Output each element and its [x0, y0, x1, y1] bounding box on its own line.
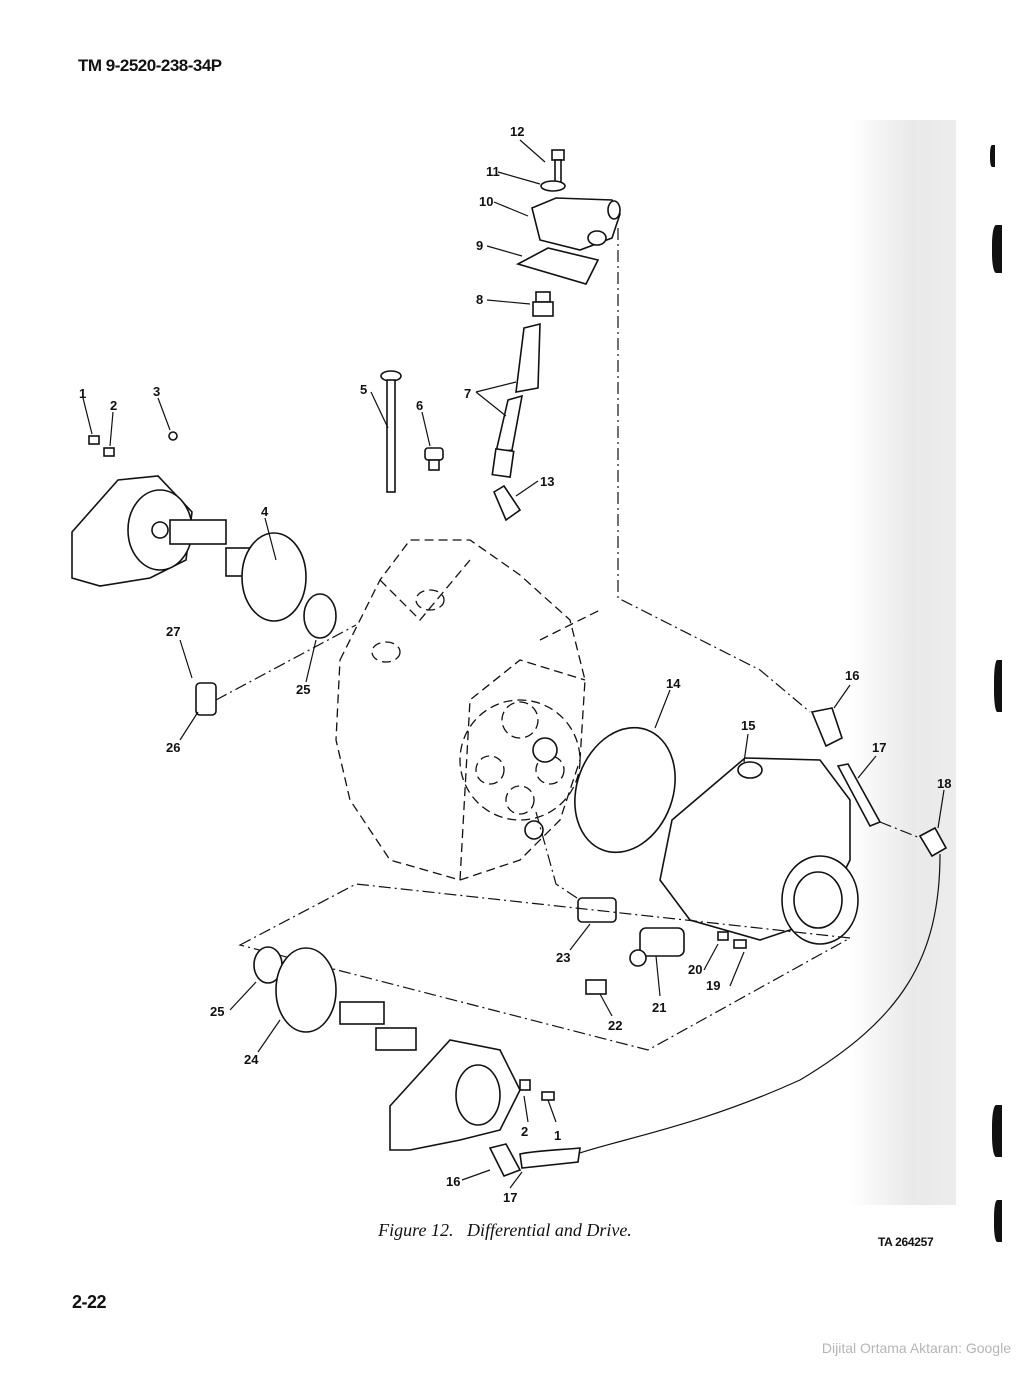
- page-number: 2-22: [72, 1292, 107, 1312]
- figure-caption: Figure 12. Differential and Drive.: [0, 1220, 1010, 1241]
- binding-edge-mark: [994, 660, 1002, 712]
- elbow-part: [492, 484, 522, 522]
- bolt-part: [541, 1091, 555, 1101]
- callout-17-lower: 17: [503, 1190, 517, 1205]
- callout-23: 23: [556, 950, 570, 965]
- figure-title: Differential and Drive.: [467, 1220, 632, 1240]
- callout-20: 20: [688, 962, 702, 977]
- binding-edge-mark: [994, 1200, 1002, 1242]
- callout-17: 17: [872, 740, 886, 755]
- callout-16: 16: [845, 668, 859, 683]
- callout-1-lower: 1: [554, 1128, 561, 1143]
- callout-25: 25: [296, 682, 310, 697]
- elbow-part: [810, 707, 843, 748]
- callout-21: 21: [652, 1000, 666, 1015]
- page-bleed-through: [848, 120, 956, 1205]
- oil-seal-part: [303, 593, 337, 639]
- figure-number: Figure 12.: [378, 1220, 454, 1240]
- callout-9: 9: [476, 238, 483, 253]
- callout-15: 15: [741, 718, 755, 733]
- callout-26: 26: [166, 740, 180, 755]
- o-ring-part: [574, 726, 676, 854]
- dipstick-part: [380, 370, 402, 493]
- binding-edge-mark: [990, 145, 995, 167]
- clamp-part: [918, 826, 948, 858]
- callout-6: 6: [416, 398, 423, 413]
- callout-16-lower: 16: [446, 1174, 460, 1189]
- callout-19: 19: [706, 978, 720, 993]
- elbow-part: [488, 1143, 522, 1178]
- callout-3: 3: [153, 384, 160, 399]
- callout-11: 11: [486, 164, 500, 179]
- binding-edge-mark: [992, 1105, 1002, 1157]
- callout-24: 24: [244, 1052, 259, 1067]
- callout-2: 2: [110, 398, 117, 413]
- nut-part: [168, 431, 178, 441]
- gasket-part: [275, 947, 337, 1033]
- washer-part: [540, 180, 566, 192]
- sleeve-part: [195, 682, 217, 716]
- differential-housing: [335, 539, 601, 881]
- gasket-part: [241, 532, 307, 622]
- cover-housing-part: [659, 757, 859, 945]
- figure-reference: TA 264257: [878, 1235, 934, 1249]
- callout-5: 5: [360, 382, 367, 397]
- washer-part: [519, 1079, 531, 1091]
- callout-leaders: [82, 139, 945, 1189]
- callout-12: 12: [510, 124, 524, 139]
- callout-27: 27: [166, 624, 180, 639]
- callout-22: 22: [608, 1018, 622, 1033]
- tee-fitting-part: [629, 927, 685, 967]
- breather-plug-part: [424, 447, 444, 471]
- callout-18: 18: [937, 776, 951, 791]
- bolt-part: [88, 435, 100, 445]
- washer-part: [717, 931, 729, 941]
- drive-flange-part: [339, 1001, 521, 1151]
- binding-edge-mark: [992, 225, 1002, 273]
- valve-part: [585, 979, 607, 995]
- callout-13: 13: [540, 474, 554, 489]
- callout-25-lower: 25: [210, 1004, 224, 1019]
- callout-4: 4: [261, 504, 269, 519]
- adapter-part: [532, 291, 554, 317]
- callout-10: 10: [479, 194, 493, 209]
- gasket-part: [515, 247, 600, 285]
- callout-2-lower: 2: [521, 1124, 528, 1139]
- capscrew-part: [733, 939, 747, 949]
- hose-assembly-part: [491, 322, 541, 479]
- callout-7: 7: [464, 386, 471, 401]
- scan-watermark: Dijital Ortama Aktaran: Google: [821, 1340, 1011, 1356]
- nipple-part: [577, 897, 617, 923]
- document-id: TM 9-2520-238-34P: [78, 56, 222, 75]
- callout-8: 8: [476, 292, 483, 307]
- washer-part: [103, 447, 115, 457]
- hose-part: [519, 1147, 581, 1169]
- callout-1: 1: [79, 386, 86, 401]
- bolt-part: [551, 149, 565, 183]
- tee-fitting-part: [531, 197, 621, 251]
- flange-yoke-part: [71, 475, 267, 587]
- callout-14: 14: [666, 676, 681, 691]
